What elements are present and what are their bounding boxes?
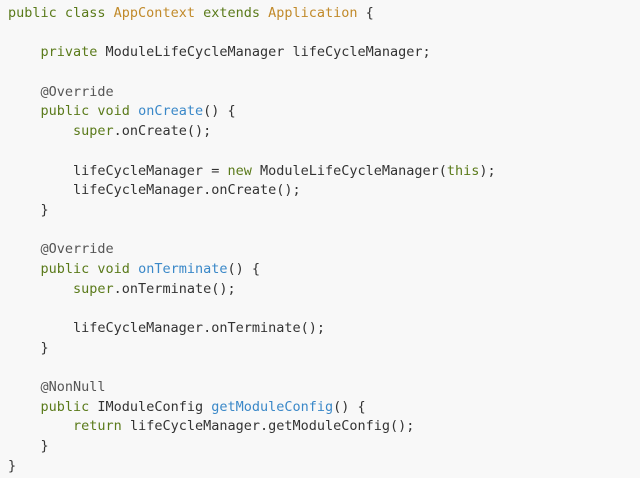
code-token-plain: {: [357, 5, 374, 21]
code-line: [8, 24, 640, 44]
code-token-plain: [8, 123, 73, 139]
code-token-keyword: public class: [8, 5, 114, 21]
code-token-plain: [8, 418, 73, 434]
code-token-keyword: public void: [40, 103, 139, 120]
code-token-plain: [8, 399, 41, 415]
code-token-plain: () {: [203, 103, 236, 120]
code-token-plain: [8, 261, 41, 277]
code-line: private ModuleLifeCycleManager lifeCycle…: [8, 43, 640, 63]
code-line: lifeCycleManager.onCreate();: [8, 181, 640, 201]
code-token-keyword: public void: [40, 260, 139, 277]
code-line: }: [8, 201, 640, 221]
code-token-plain: .onCreate();: [113, 123, 212, 140]
code-token-plain: lifeCycleManager.onTerminate();: [8, 320, 325, 336]
code-token-plain: }: [8, 201, 49, 218]
code-token-plain: () {: [227, 260, 260, 277]
code-token-plain: lifeCycleManager =: [8, 162, 228, 179]
code-token-annotation: @Override: [40, 83, 114, 100]
code-token-plain: [8, 379, 41, 395]
code-token-plain: }: [8, 339, 49, 356]
code-token-type: Application: [268, 5, 358, 21]
code-line: super.onTerminate();: [8, 280, 640, 300]
code-line: public IModuleConfig getModuleConfig() {: [8, 398, 640, 418]
code-token-keyword: extends: [203, 5, 269, 21]
code-token-method: onTerminate: [138, 260, 228, 277]
code-token-plain: .onTerminate();: [113, 280, 236, 297]
code-line: }: [8, 437, 640, 457]
code-token-keyword: return: [73, 418, 130, 435]
code-token-plain: }: [8, 457, 17, 474]
code-token-plain: ModuleLifeCycleManager lifeCycleManager;: [105, 44, 431, 61]
code-line: public void onTerminate() {: [8, 260, 640, 280]
code-token-keyword: super: [73, 280, 114, 297]
code-token-plain: ModuleLifeCycleManager(: [259, 162, 447, 179]
code-token-keyword: this: [446, 162, 480, 179]
code-token-plain: );: [479, 162, 496, 179]
code-token-annotation: @NonNull: [40, 379, 106, 396]
code-token-method: getModuleConfig: [211, 398, 334, 415]
code-line: [8, 358, 640, 378]
code-line: return lifeCycleManager.getModuleConfig(…: [8, 417, 640, 437]
code-token-plain: IModuleConfig: [97, 398, 212, 415]
code-line: @Override: [8, 83, 640, 103]
code-token-plain: [8, 103, 41, 119]
code-token-plain: lifeCycleManager.onCreate();: [8, 182, 301, 199]
code-token-type: AppContext: [113, 5, 204, 21]
code-line: public class AppContext extends Applicat…: [8, 4, 640, 24]
code-line: @NonNull: [8, 378, 640, 398]
code-token-plain: [8, 281, 73, 297]
code-line: lifeCycleManager = new ModuleLifeCycleMa…: [8, 162, 640, 182]
code-token-plain: [8, 241, 41, 257]
code-token-keyword: super: [73, 123, 114, 140]
code-token-plain: () {: [333, 398, 366, 415]
code-token-annotation: @Override: [40, 241, 114, 258]
code-token-keyword: new: [227, 162, 260, 179]
code-token-method: onCreate: [138, 103, 204, 120]
code-token-keyword: private: [40, 44, 106, 61]
code-line: public void onCreate() {: [8, 102, 640, 122]
code-line: @Override: [8, 240, 640, 260]
code-line: [8, 142, 640, 162]
code-token-plain: }: [8, 438, 49, 455]
code-line: [8, 221, 640, 241]
code-token-plain: [8, 44, 41, 60]
code-line: }: [8, 339, 640, 359]
code-line: }: [8, 457, 640, 477]
code-token-keyword: public: [40, 398, 98, 415]
code-line: [8, 299, 640, 319]
code-token-plain: lifeCycleManager.getModuleConfig();: [129, 418, 415, 435]
code-line: [8, 63, 640, 83]
code-line: lifeCycleManager.onTerminate();: [8, 319, 640, 339]
code-line: super.onCreate();: [8, 122, 640, 142]
code-token-plain: [8, 84, 41, 100]
